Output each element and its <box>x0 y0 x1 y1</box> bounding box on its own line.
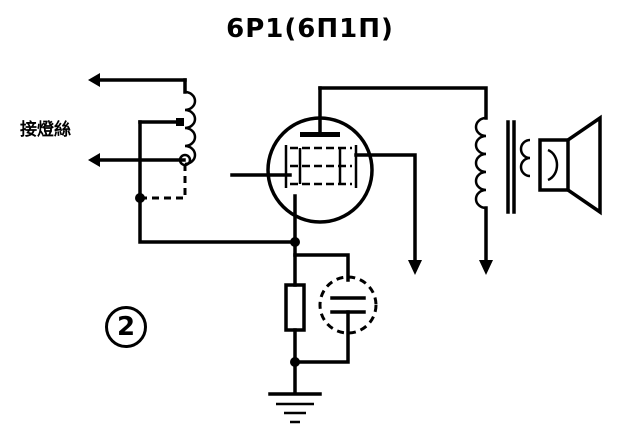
output-transformer <box>474 116 531 275</box>
vacuum-tube <box>230 86 488 275</box>
ground-icon <box>268 392 322 424</box>
filament-coil <box>88 73 297 244</box>
tube-title: 6P1(6П1П) <box>226 14 394 44</box>
cathode-network <box>284 237 378 394</box>
speaker-icon <box>538 114 602 216</box>
filament-label: 接燈絲 <box>20 120 71 140</box>
figure-number: 2 <box>105 306 147 348</box>
